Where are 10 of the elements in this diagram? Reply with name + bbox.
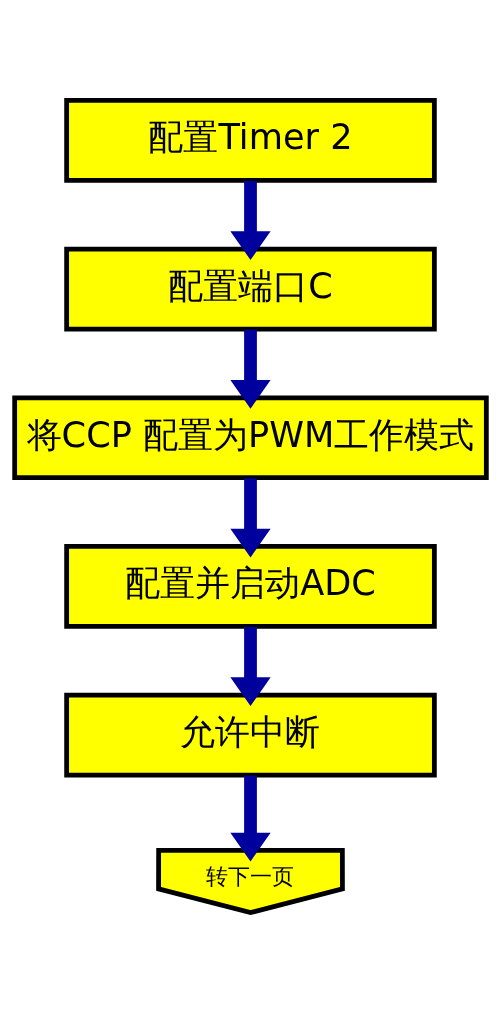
- arrow: [230, 180, 271, 260]
- node-box: 配置并启动ADC: [64, 544, 437, 629]
- node-box: 配置端口C: [64, 246, 437, 332]
- node-box: 将CCP 配置为PWM工作模式: [12, 395, 489, 481]
- arrow: [230, 329, 271, 409]
- arrow: [230, 775, 271, 862]
- node-box: 允许中断: [64, 692, 437, 778]
- node-box: 配置Timer 2: [64, 98, 437, 183]
- arrow: [230, 627, 271, 707]
- arrow: [230, 478, 271, 558]
